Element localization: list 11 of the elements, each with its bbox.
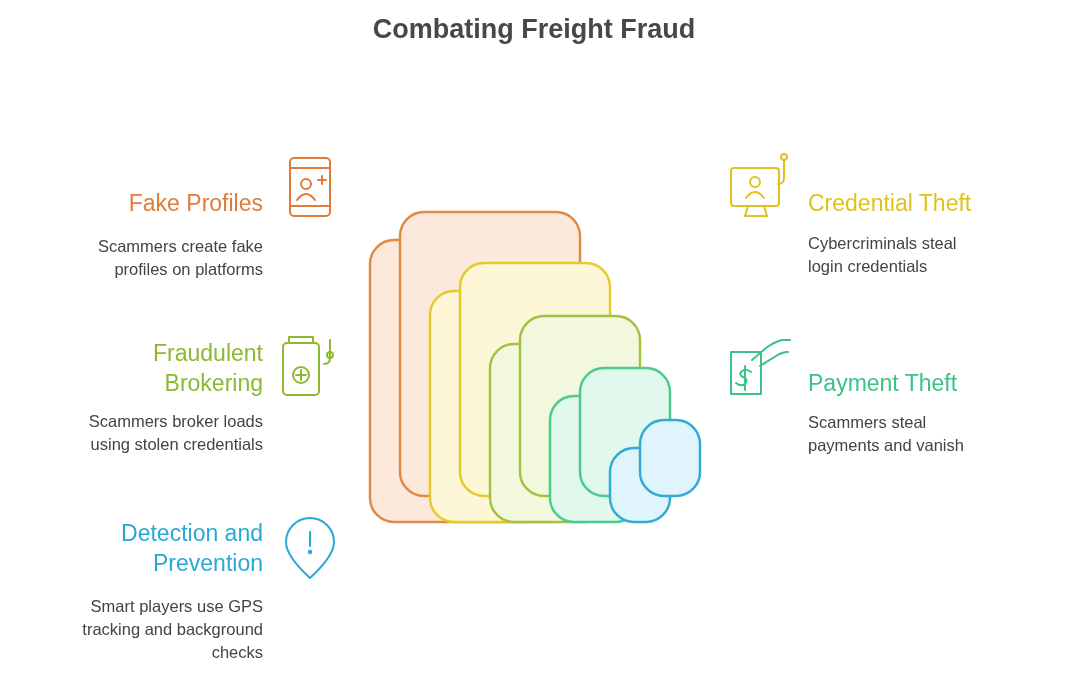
heading: Fraudulent Brokering (152, 339, 263, 398)
description: Scammers broker loads using stolen credentials (87, 411, 263, 455)
heading: Payment Theft (808, 369, 959, 398)
description: Scammers create fake profiles on platforms (96, 236, 263, 280)
description: Cybercriminals steal login credentials (808, 233, 958, 277)
title: Combating Freight Fraud (371, 14, 697, 45)
heading: Fake Profiles (127, 189, 263, 218)
description: Smart players use GPS tracking and background checks (81, 596, 263, 663)
heading: Credential Theft (808, 189, 973, 218)
description: Scammers steal payments and vanish (808, 412, 965, 456)
heading: Detection and Prevention (120, 519, 263, 578)
